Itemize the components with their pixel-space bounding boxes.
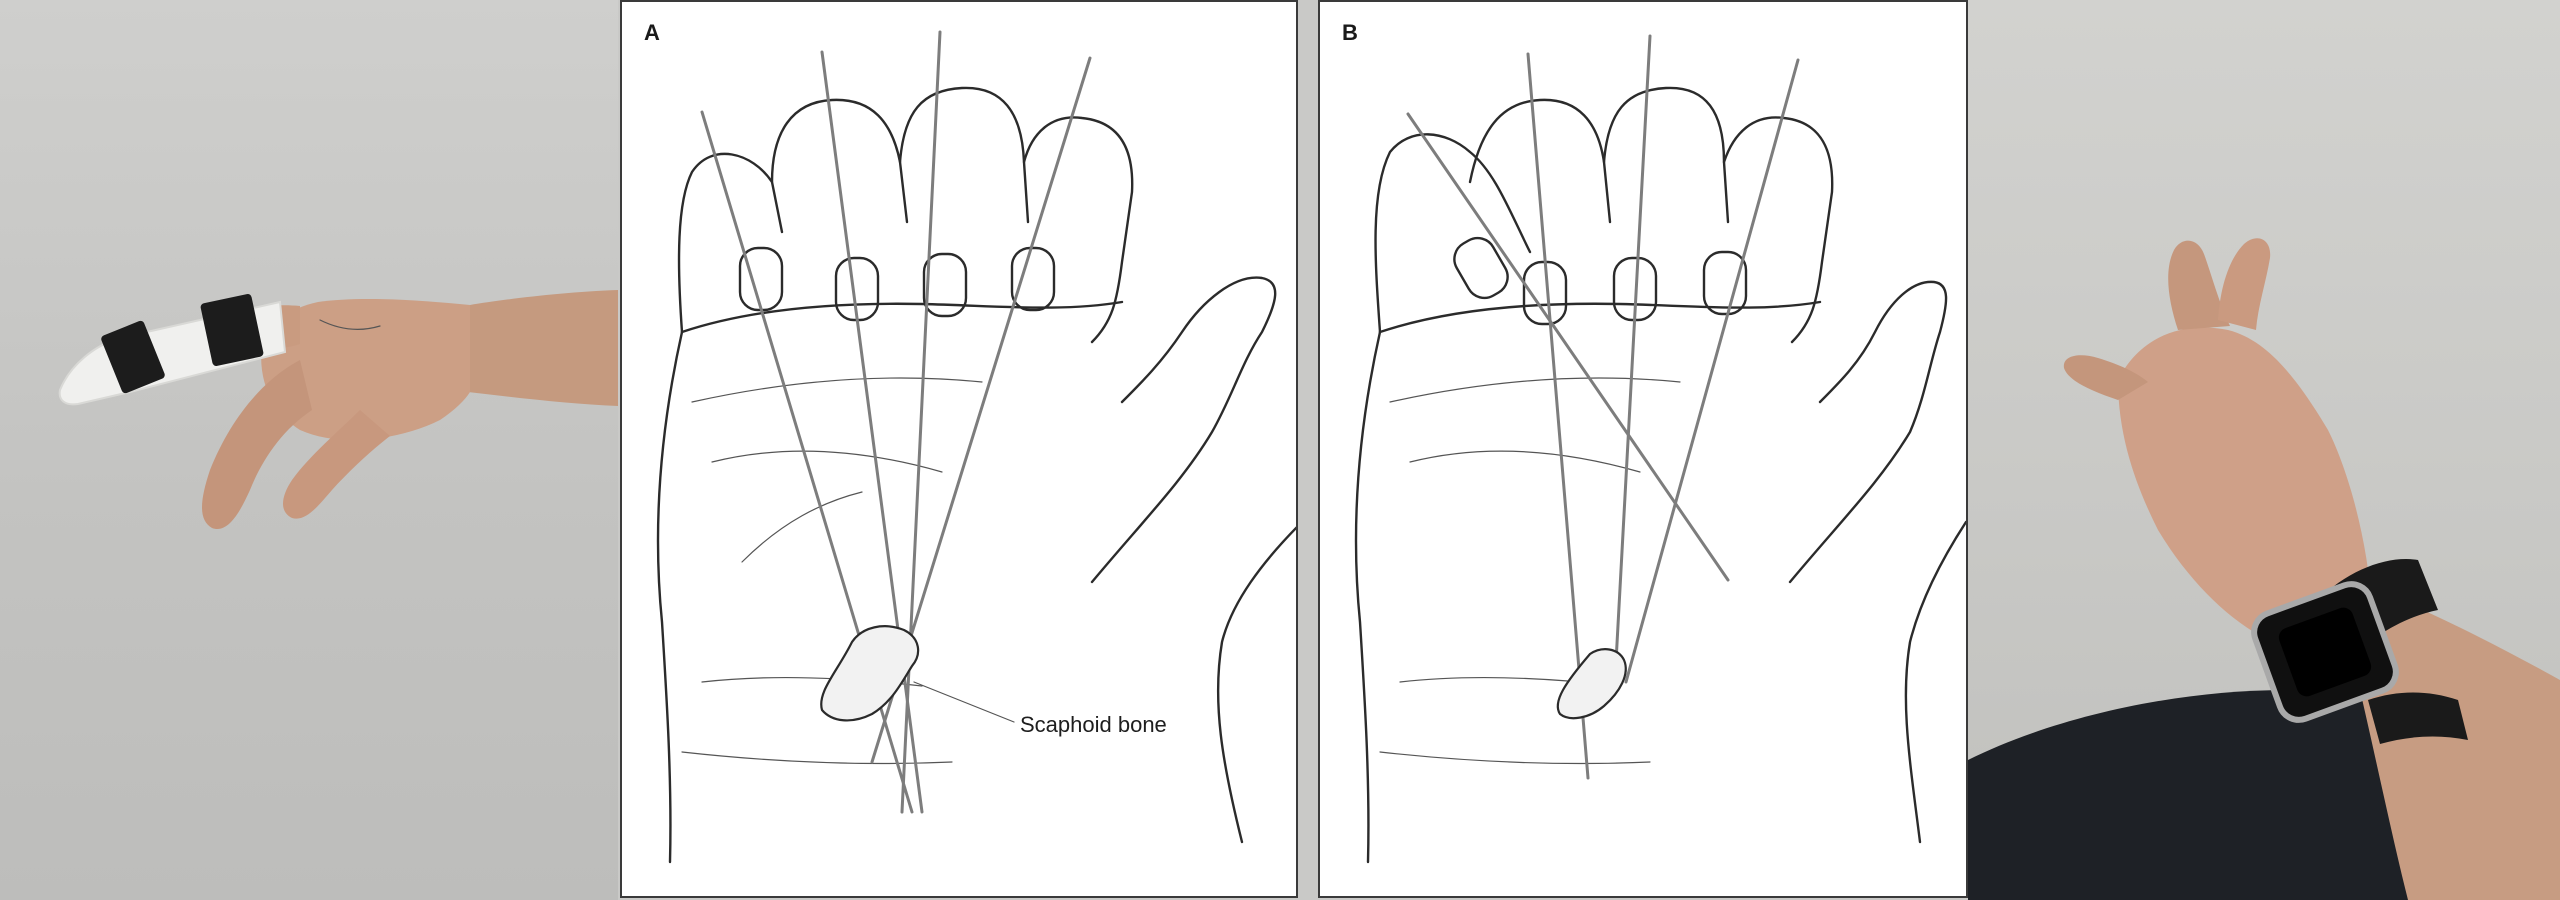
left-photo <box>0 0 618 900</box>
panel-a-letter: A <box>644 20 660 45</box>
illustration-panel-b: B <box>1318 0 1968 898</box>
hand-axes-diagram-a <box>656 30 1296 864</box>
hand-axes-diagram-b <box>1354 34 1966 864</box>
scaphoid-bone-label: Scaphoid bone <box>1020 712 1167 737</box>
crossed-fingers-watch-photo <box>1968 238 2560 900</box>
finger-splint-hand-photo <box>58 290 618 530</box>
panel-b-letter: B <box>1342 20 1358 45</box>
right-photo <box>1968 0 2560 900</box>
illustration-panel-a: A Scaphoid bone <box>620 0 1298 898</box>
